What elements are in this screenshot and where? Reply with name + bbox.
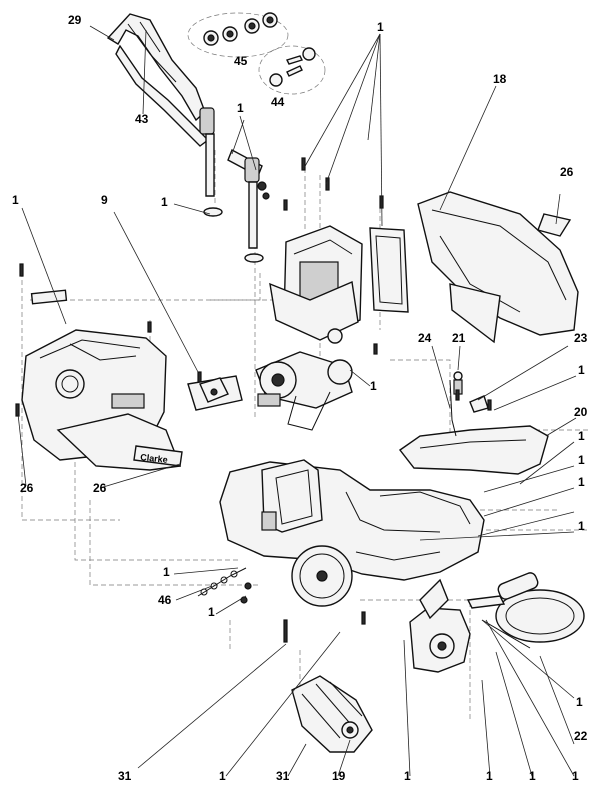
fasteners [15, 157, 492, 643]
callout-1-motor: 1 [370, 379, 377, 393]
callout-26-top: 26 [560, 165, 574, 179]
motor-and-belt [255, 351, 353, 431]
handle-assembly [106, 13, 270, 263]
callout-44: 44 [271, 95, 285, 109]
callout-29: 29 [68, 13, 82, 27]
callout-26-mid: 26 [93, 481, 107, 495]
callout-24: 24 [418, 331, 432, 345]
callout-1-trim: 1 [576, 695, 583, 709]
main-chassis [219, 459, 485, 607]
callout-1-b4: 1 [529, 769, 536, 783]
discharge-chute [398, 371, 549, 475]
brand-nameplate: Clarke [140, 452, 168, 465]
deck-bracket [187, 375, 243, 411]
callout-1-handle: 1 [237, 101, 244, 115]
callout-21: 21 [452, 331, 466, 345]
rear-cover: Clarke [21, 289, 183, 471]
callout-1-b5: 1 [572, 769, 579, 783]
side-guard [409, 578, 471, 673]
cutting-blade [291, 675, 373, 753]
callout-1-r3: 1 [578, 475, 585, 489]
callout-1-chain: 1 [163, 565, 170, 579]
callout-1-top: 1 [377, 20, 384, 34]
switch-box-assembly [269, 225, 363, 344]
rear-roller [466, 572, 585, 649]
callout-1-washer: 1 [161, 195, 168, 209]
callout-1-chain2: 1 [208, 605, 215, 619]
callout-1-b3: 1 [486, 769, 493, 783]
chain [197, 567, 247, 597]
callout-1-r4: 1 [578, 519, 585, 533]
callout-1-r1: 1 [578, 429, 585, 443]
callout-1-b2: 1 [404, 769, 411, 783]
callout-1-left: 1 [12, 193, 19, 207]
callout-43: 43 [135, 112, 149, 126]
callout-1-23: 1 [578, 363, 585, 377]
callout-46: 46 [158, 593, 172, 607]
clamp-knob-kits [187, 12, 326, 95]
callout-45: 45 [234, 54, 248, 68]
callout-1-r2: 1 [578, 453, 585, 467]
grass-collection-bag [369, 191, 579, 344]
callout-9: 9 [101, 193, 108, 207]
callout-22: 22 [574, 729, 588, 743]
callout-20: 20 [574, 405, 588, 419]
callout-31-a: 31 [118, 769, 132, 783]
callout-18: 18 [493, 72, 507, 86]
callout-1-b1: 1 [219, 769, 226, 783]
callout-numbers: 29 43 45 44 1 18 26 1 1 9 1 21 24 23 1 2… [12, 13, 588, 783]
callout-31-b: 31 [276, 769, 290, 783]
callout-26-left: 26 [20, 481, 34, 495]
callout-19: 19 [332, 769, 346, 783]
callout-leader-lines [17, 25, 577, 777]
callout-23: 23 [574, 331, 588, 345]
